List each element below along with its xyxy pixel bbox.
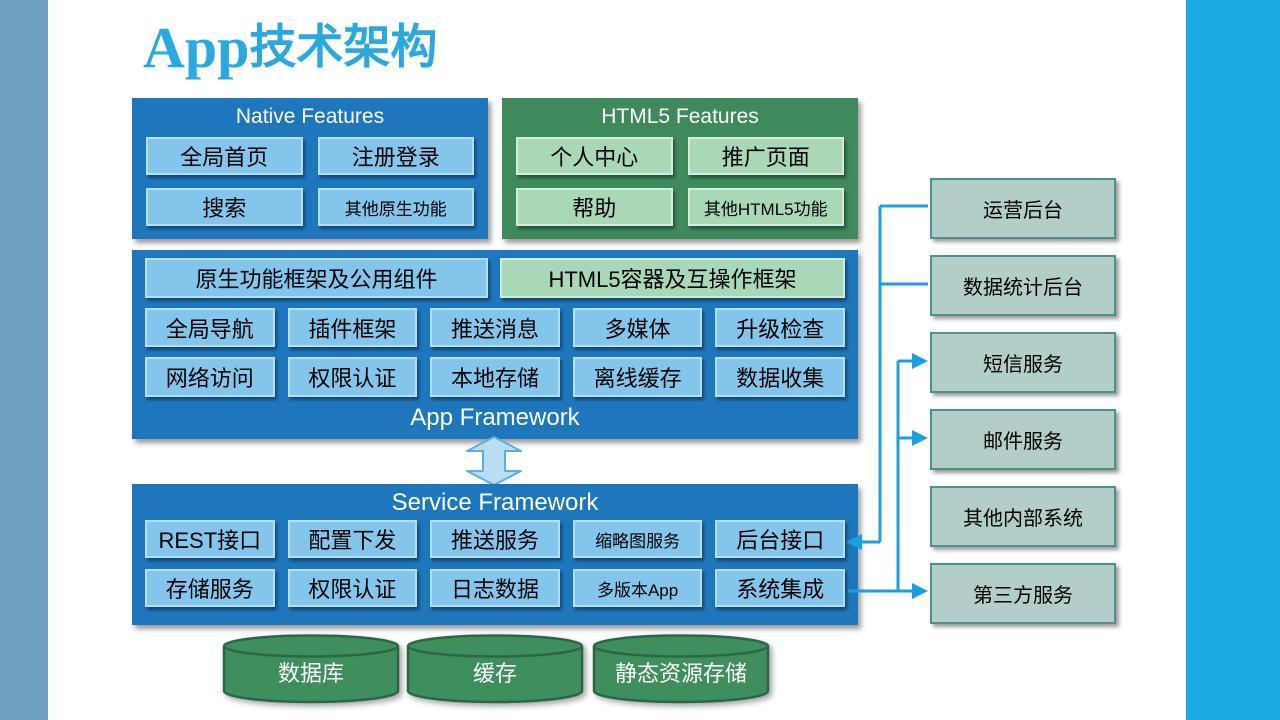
app-framework-label: App Framework <box>410 404 580 432</box>
service-framework-row2: 存储服务 权限认证 日志数据 多版本App 系统集成 <box>132 569 858 607</box>
appfw-item-local-storage: 本地存储 <box>430 357 560 398</box>
external-box-mail-service: 邮件服务 <box>930 409 1116 470</box>
appfw-item-plugin-framework: 插件框架 <box>287 307 418 348</box>
left-sidebar-stripe <box>0 0 48 720</box>
svc-item-backend-api: 后台接口 <box>715 520 845 558</box>
appfw-html5-container-box: HTML5容器及互操作框架 <box>500 258 845 298</box>
html5-item-profile: 个人中心 <box>516 137 673 175</box>
html5-features-header: HTML5 Features <box>601 105 759 128</box>
app-framework-panel: 原生功能框架及公用组件 HTML5容器及互操作框架 全局导航 插件框架 推送消息… <box>132 250 858 439</box>
right-sidebar-stripe <box>1186 0 1280 720</box>
html5-item-help: 帮助 <box>516 188 673 226</box>
native-features-grid: 全局首页 注册登录 搜索 其他原生功能 <box>132 134 488 239</box>
native-item-home: 全局首页 <box>146 137 303 175</box>
native-item-other: 其他原生功能 <box>317 188 474 226</box>
native-features-header: Native Features <box>235 105 385 128</box>
native-features-panel: Native Features 全局首页 注册登录 搜索 其他原生功能 <box>132 98 488 239</box>
database-cylinder: 数据库 <box>222 634 400 704</box>
svc-item-thumbnail: 缩略图服务 <box>572 520 703 558</box>
service-framework-label: Service Framework <box>391 489 599 516</box>
external-box-third-party: 第三方服务 <box>930 563 1116 624</box>
page-title-cn: 技术架构 <box>249 20 438 73</box>
app-framework-top-row: 原生功能框架及公用组件 HTML5容器及互操作框架 <box>132 258 858 298</box>
svc-item-multi-version: 多版本App <box>572 569 703 607</box>
svc-item-rest-api: REST接口 <box>145 520 275 558</box>
cache-cylinder: 缓存 <box>406 634 584 704</box>
appfw-native-framework-box: 原生功能框架及公用组件 <box>145 258 488 298</box>
cache-cylinder-label: 缓存 <box>472 661 517 686</box>
appfw-item-multimedia: 多媒体 <box>572 307 703 348</box>
database-cylinder-label: 数据库 <box>277 661 344 686</box>
service-framework-row1: REST接口 配置下发 推送服务 缩略图服务 后台接口 <box>132 520 858 558</box>
appfw-item-network: 网络访问 <box>145 357 275 398</box>
cylinder-shape-icon <box>222 634 400 704</box>
app-framework-row3: 网络访问 权限认证 本地存储 离线缓存 数据收集 <box>132 357 858 398</box>
appfw-item-auth: 权限认证 <box>287 357 418 398</box>
appfw-item-upgrade-check: 升级检查 <box>715 307 845 348</box>
page-title: App技术架构 <box>143 14 437 80</box>
html5-item-other: 其他HTML5功能 <box>687 188 844 226</box>
native-item-register-login: 注册登录 <box>317 137 474 175</box>
svc-item-storage: 存储服务 <box>145 569 275 607</box>
appfw-item-data-collect: 数据收集 <box>715 357 845 398</box>
cylinder-shape-icon <box>592 634 770 704</box>
external-box-sms-service: 短信服务 <box>930 332 1116 393</box>
external-box-other-internal: 其他内部系统 <box>930 486 1116 547</box>
html5-item-promo: 推广页面 <box>687 137 844 175</box>
svc-item-auth: 权限认证 <box>287 569 418 607</box>
native-item-search: 搜索 <box>146 188 303 226</box>
external-box-stats-backend: 数据统计后台 <box>930 255 1116 316</box>
svc-item-push-service: 推送服务 <box>430 520 560 558</box>
appfw-item-global-nav: 全局导航 <box>145 307 275 348</box>
svc-item-integration: 系统集成 <box>715 569 845 607</box>
page-title-en: App <box>143 15 250 80</box>
html5-features-grid: 个人中心 推广页面 帮助 其他HTML5功能 <box>502 134 858 239</box>
cylinder-shape-icon <box>406 634 584 704</box>
svc-item-config-push: 配置下发 <box>287 520 418 558</box>
static-resource-cylinder: 静态资源存储 <box>592 634 770 704</box>
framework-link-arrow-icon <box>466 436 522 486</box>
static-resource-cylinder-label: 静态资源存储 <box>614 661 747 686</box>
svc-item-log-data: 日志数据 <box>430 569 560 607</box>
external-box-ops-backend: 运营后台 <box>930 178 1116 239</box>
html5-features-panel: HTML5 Features 个人中心 推广页面 帮助 其他HTML5功能 <box>502 98 858 239</box>
app-framework-row2: 全局导航 插件框架 推送消息 多媒体 升级检查 <box>132 307 858 348</box>
service-framework-panel: Service Framework REST接口 配置下发 推送服务 缩略图服务… <box>132 484 858 625</box>
appfw-item-push-message: 推送消息 <box>430 307 560 348</box>
appfw-item-offline-cache: 离线缓存 <box>572 357 703 398</box>
